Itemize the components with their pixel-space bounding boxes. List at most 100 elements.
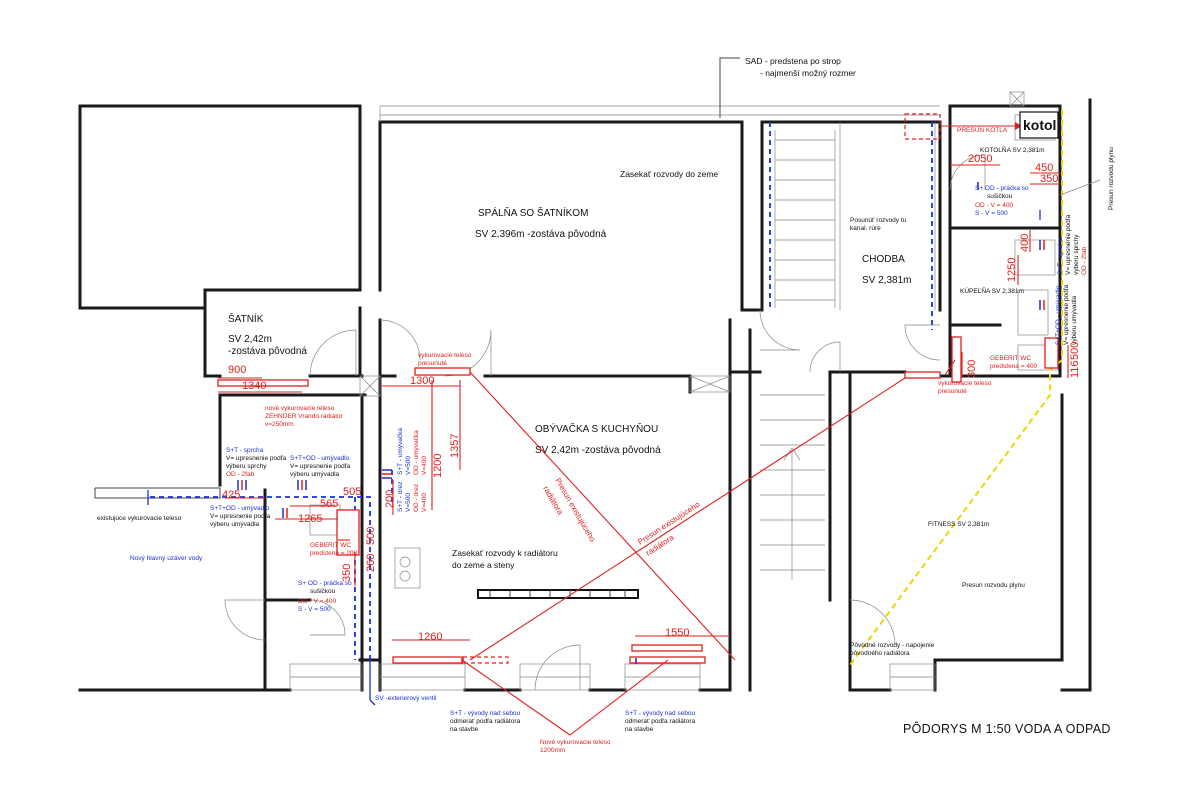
fitness-label: FITNESS SV 2,381m	[928, 521, 989, 528]
dim-1250: 1250	[1006, 258, 1018, 282]
sprcha-left-3: výberu sprchy	[226, 463, 267, 470]
sprcha-left-1: S+T - sprcha	[226, 447, 264, 454]
umyvadlo-top-1: S+T+OD - umývadlo	[290, 455, 350, 462]
dimension-labels: 900 1340 1300 1357 1200 425 505 565 1265…	[222, 153, 1081, 643]
vyvody-1-b: odmerať podľa radiátora	[450, 718, 520, 725]
dim-1550: 1550	[665, 627, 689, 639]
kupelna-label: KÚPEĽŇA SV 2,381m	[960, 286, 1024, 295]
satnik-name: ŠATNÍK	[228, 312, 264, 325]
dim-900: 900	[228, 364, 246, 376]
geberit-left-2: predstena = 200	[310, 550, 358, 557]
obyvacka-name: OBÝVAČKA S KUCHYŇOU	[535, 422, 658, 435]
pracka-right-3: OD - V = 400	[975, 202, 1013, 209]
pracka-right-4: S - V = 500	[975, 210, 1008, 217]
dim-450: 450	[1035, 162, 1053, 174]
vyvody-1-a: S+T - vývody nad sebou	[450, 710, 521, 717]
pracka-left-4: S - V = 500	[298, 606, 331, 613]
umyvadlo-right-3: výberu umývadla	[1071, 295, 1078, 345]
existujuce-teleso-note: existujúce vykurovacie teleso	[97, 515, 182, 522]
stairs-bottom	[760, 394, 825, 580]
exterier-ventil-note: SV -exterierový ventil	[375, 695, 437, 702]
dim-260: 260	[365, 554, 377, 572]
novy-uzaver-note: Nový hlavný uzáver vody	[130, 555, 203, 562]
vyvody-2-b: odmerať podľa radiátora	[625, 718, 695, 725]
vyk-presunute-right-1: vykurovacie teleso	[938, 380, 992, 387]
presun-plynu-vertical: Presun rozvodu plynu	[1108, 147, 1115, 210]
sprcha-right-4: OD - 2fab	[1081, 246, 1088, 275]
zasekat-radiator-note-2: do zeme a steny	[452, 560, 515, 570]
vyvody-1-c: na stavbe	[450, 726, 479, 733]
dim-350-right: 350	[1040, 173, 1058, 185]
dim-1200: 1200	[432, 454, 444, 478]
sprcha-left-2: V= upresnenie podľa	[226, 455, 287, 462]
posunut-note-2: kanal. rúre	[850, 225, 881, 232]
geberit-right-1: GEBERIT WC	[990, 355, 1031, 362]
sprcha-right-3: výberu sprchy	[1073, 234, 1080, 275]
chodba-name: CHODBA	[862, 254, 905, 265]
umyvadlo-top-2: V= upresnenie podľa	[290, 463, 351, 470]
kotolna-label: KOTOLŇA SV 2,381m	[980, 145, 1045, 154]
gas-line	[849, 110, 1063, 666]
sprcha-left-4: OD - 2fab	[226, 471, 255, 478]
boiler-box	[1019, 111, 1059, 139]
marker-sprcha-left	[237, 480, 247, 490]
pracka-right-2: sušičkou	[987, 193, 1013, 200]
construction-lines	[224, 57, 1059, 691]
vyvody-2-c: na stavbe	[625, 726, 654, 733]
walls	[78, 98, 1092, 692]
dim-565: 565	[320, 498, 338, 510]
dim-505: 505	[343, 486, 361, 498]
umyvadlo-mid-3: výberu umývadla	[210, 521, 260, 528]
geberit-right-2: predstena = 400	[990, 363, 1038, 370]
drawing-title: PÔDORYS M 1:50 VODA A ODPAD	[903, 721, 1111, 736]
sprcha-right-2: V= upresnenie podľa	[1065, 214, 1072, 275]
spalna-sv: SV 2,396m -zostáva pôvodná	[475, 229, 607, 240]
umyvadlo-top-3: výberu umývadla	[290, 471, 340, 478]
kitchen-a-2: V=500	[405, 456, 412, 475]
posunut-note-1: Posunúť rozvody tu	[850, 217, 907, 224]
geberit-left-1: GEBERIT WC	[310, 542, 351, 549]
kotol-label: kotol	[1023, 117, 1056, 133]
chodba-sv: SV 2,381m	[862, 275, 911, 286]
dim-1300: 1300	[410, 375, 434, 387]
dimension-lines	[218, 164, 1069, 641]
kitchen-a-3: OD - umývačka	[413, 430, 420, 475]
presun-plynu-horizontal: Presun rozvodu plynu	[962, 582, 1025, 589]
dim-400: 400	[1019, 234, 1031, 252]
zasekat-radiator-note-1: Zasekať rozvody k radiátoru	[452, 548, 558, 558]
dim-500: 500	[365, 527, 377, 545]
nove-1200-1: Nové vykurovacie teleso	[540, 739, 611, 746]
dim-1265: 1265	[298, 513, 322, 525]
heating-elements	[217, 113, 1059, 736]
kitchen-a-4: V=400	[421, 456, 428, 475]
dim-116: 116	[1069, 360, 1081, 378]
obyvacka-sv: SV 2,42m -zostáva pôvodná	[535, 445, 661, 456]
zehnder-3: v=250mm	[265, 421, 294, 428]
vyk-presunute-right-2: presunuté	[938, 388, 967, 395]
notes-text: SAD - predstena po strop - najmenší možn…	[97, 56, 1115, 702]
povodne-rozvody-1: Pôvodné rozvody - napojenie	[850, 642, 935, 649]
dim-2050: 2050	[968, 153, 992, 165]
zehnder-1: nové vykurovacie teleso	[265, 405, 335, 412]
pracka-right-1: S+ OD - práčka so	[975, 185, 1029, 192]
fixture-labels: S+T - sprcha V= upresnenie podľa výberu …	[210, 185, 1088, 733]
umyvadlo-mid-1: S+T+OD - umývadlo	[210, 505, 270, 512]
dim-350-left: 350	[341, 564, 353, 582]
dim-200: 200	[384, 490, 396, 508]
sad-note-1: SAD - predstena po strop	[745, 56, 841, 66]
nove-1200-2: 1200mm	[540, 747, 565, 754]
dim-1260: 1260	[418, 631, 442, 643]
marker-kitchen	[382, 469, 392, 479]
sad-note-2: - najmenší možný rozmer	[760, 68, 856, 78]
satnik-sv-1: SV 2,42m	[228, 334, 272, 345]
outlet-markers	[237, 182, 1045, 664]
marker-umyvadlo-mid	[282, 508, 288, 518]
dim-500-right: 500	[1069, 342, 1081, 360]
sprcha-right-1: S+T - sprcha	[1057, 237, 1064, 275]
dim-1340: 1340	[242, 380, 266, 392]
umyvadlo-right-1: S+T+OD - umývadlo	[1055, 285, 1062, 345]
kitchen-b-2: V=500	[405, 493, 412, 512]
umyvadlo-right-2: V= upresnenie podľa	[1063, 284, 1070, 345]
